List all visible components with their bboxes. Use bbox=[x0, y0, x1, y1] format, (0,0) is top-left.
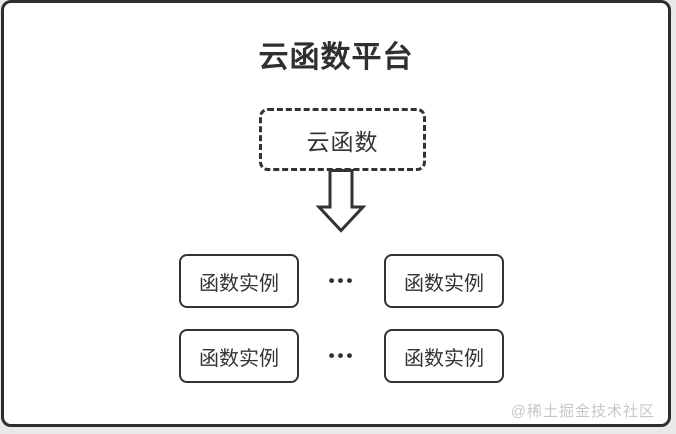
function-instance-label: 函数实例 bbox=[404, 272, 484, 295]
down-arrow-icon bbox=[316, 169, 366, 233]
ellipsis-dots: ••• bbox=[328, 346, 356, 365]
function-instance-box: 函数实例 bbox=[384, 254, 504, 308]
function-instance-label: 函数实例 bbox=[199, 272, 279, 295]
cloud-function-box: 云函数 bbox=[259, 108, 426, 171]
cloud-function-label: 云函数 bbox=[306, 128, 379, 155]
function-instance-label: 函数实例 bbox=[404, 347, 484, 370]
watermark: @稀土掘金技术社区 bbox=[510, 403, 655, 420]
diagram-title: 云函数平台 bbox=[258, 41, 414, 74]
diagram-frame: 云函数平台 云函数 函数实例 ••• 函数实例 函数实例 ••• 函数实例 @稀… bbox=[1, 0, 671, 427]
function-instance-box: 函数实例 bbox=[384, 329, 504, 383]
function-instance-box: 函数实例 bbox=[179, 329, 299, 383]
function-instance-label: 函数实例 bbox=[199, 347, 279, 370]
function-instance-box: 函数实例 bbox=[179, 254, 299, 308]
ellipsis-dots: ••• bbox=[328, 271, 356, 290]
